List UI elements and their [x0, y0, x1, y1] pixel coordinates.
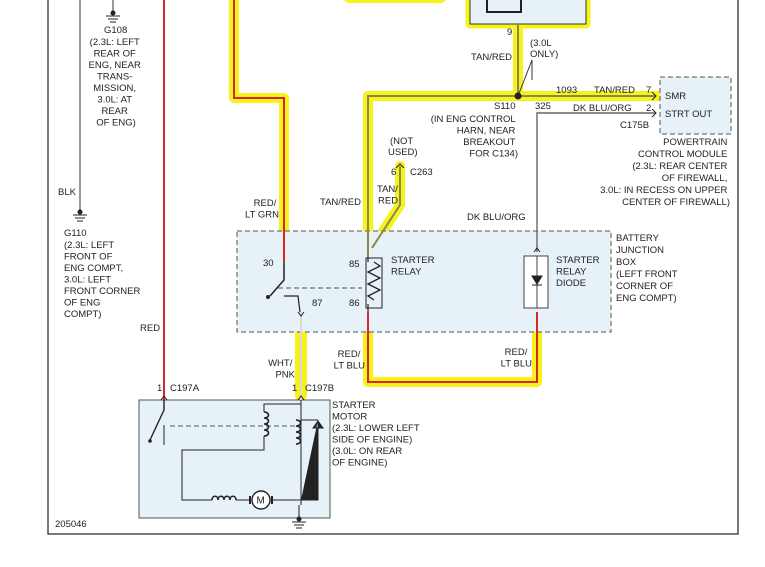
motor-diode — [301, 420, 324, 501]
g108-label: G108 — [104, 25, 127, 36]
tan-red-top-label: TAN/RED — [471, 52, 512, 63]
red-lt-grn-wire — [233, 0, 285, 262]
relay-pin-85: 85 — [349, 259, 360, 270]
tan-red-relay-label: TAN/ RED — [377, 184, 401, 207]
blk-label: BLK — [58, 187, 77, 198]
circuit-1093-label: 1093 — [556, 85, 577, 96]
relay-pin-86: 86 — [349, 298, 360, 309]
starter-relay-label: STARTER RELAY — [391, 255, 437, 278]
ground-starter-symbol — [292, 516, 306, 529]
c263-label: C263 — [410, 167, 433, 178]
smr-pin-label: 7 — [646, 85, 651, 96]
dk-blu-org-wire — [536, 112, 655, 252]
tan-red-mid-label: TAN/RED — [320, 197, 361, 208]
starter-motor-internals: M — [148, 395, 324, 518]
relay-pin-87: 87 — [312, 298, 323, 309]
pcm-desc: POWERTRAIN CONTROL MODULE (2.3L: REAR CE… — [600, 137, 730, 208]
diode-symbol — [531, 275, 543, 286]
top-component-inner — [486, 0, 522, 13]
g110-desc: (2.3L: LEFT FRONT OF ENG COMPT, 3.0L: LE… — [64, 240, 143, 320]
c197b-label: C197B — [305, 383, 334, 394]
top-pin-label: 9 — [507, 27, 512, 38]
starter-relay-diode — [523, 247, 549, 309]
pcm-smr-label: SMR — [665, 91, 686, 102]
red-lt-blu-wire — [367, 312, 538, 383]
splice-s110-desc: (IN ENG CONTROL HARN, NEAR BREAKOUT FOR … — [431, 114, 518, 160]
diode-label: STARTER RELAY DIODE — [556, 255, 602, 289]
c197a-label: C197A — [170, 383, 200, 394]
powertrain-control-module-box — [659, 76, 732, 135]
not-used-label: (NOT USED) — [388, 136, 418, 158]
c197b-pin-label: 1 — [292, 383, 297, 394]
not-used-pin-label: 6 — [391, 167, 396, 178]
top-component-box — [469, 0, 587, 25]
pcm-connector-2 — [651, 108, 657, 118]
dk-blu-org-pcm-label: DK BLU/ORG — [573, 103, 632, 114]
solenoid-coil-2 — [295, 419, 302, 445]
relay-pin-30: 30 — [263, 258, 274, 269]
battery-junction-box — [236, 230, 612, 333]
circuit-325-label: 325 — [535, 101, 551, 112]
dk-blu-org-mid-label: DK BLU/ORG — [467, 212, 526, 223]
three-liter-only-label: (3.0L ONLY) — [530, 38, 558, 60]
starter-motor-desc: STARTER MOTOR (2.3L: LOWER LEFT SIDE OF … — [332, 400, 422, 469]
starter-relay — [266, 257, 383, 317]
not-used-wire — [371, 166, 401, 249]
c197a-pin-label: 1 — [157, 383, 162, 394]
solenoid-coil-1 — [263, 411, 270, 437]
red-wire-label: RED — [140, 323, 160, 334]
red-lt-grn-label: RED/ LT GRN — [245, 198, 279, 221]
ground-g108-symbol — [106, 10, 120, 23]
relay-coil — [365, 257, 383, 309]
bjb-desc: BATTERY JUNCTION BOX (LEFT FRONT CORNER … — [616, 233, 680, 304]
motor-armature — [251, 490, 271, 510]
splice-s110-dot — [514, 92, 522, 100]
motor-symbol: M — [257, 496, 265, 507]
g110-label: G110 — [64, 228, 87, 239]
g108-desc: (2.3L: LEFT REAR OF ENG, NEAR TRANS- MIS… — [89, 37, 144, 129]
field-coil — [211, 495, 237, 501]
c263-chevron — [395, 163, 405, 169]
red-lt-blu-left-label: RED/ LT BLU — [334, 349, 365, 372]
splice-s110-label: S110 — [494, 101, 515, 112]
pcm-connector-label: C175B — [620, 120, 649, 131]
pcm-connector-7 — [651, 91, 657, 101]
three-liter-lead — [517, 59, 533, 97]
relay-coil-zigzag — [366, 261, 382, 301]
relay-switch — [269, 262, 285, 297]
strt-pin-label: 2 — [646, 103, 651, 114]
pcm-strt-out-label: STRT OUT — [665, 109, 712, 120]
tan-red-pcm-label: TAN/RED — [594, 85, 635, 96]
ground-g110-symbol — [73, 209, 87, 222]
figure-id: 205046 — [55, 519, 87, 530]
red-lt-blu-right-label: RED/ LT BLU — [501, 347, 532, 370]
wht-pnk-label: WHT/ PNK — [268, 358, 296, 381]
tan-red-wire-mid — [367, 95, 518, 258]
